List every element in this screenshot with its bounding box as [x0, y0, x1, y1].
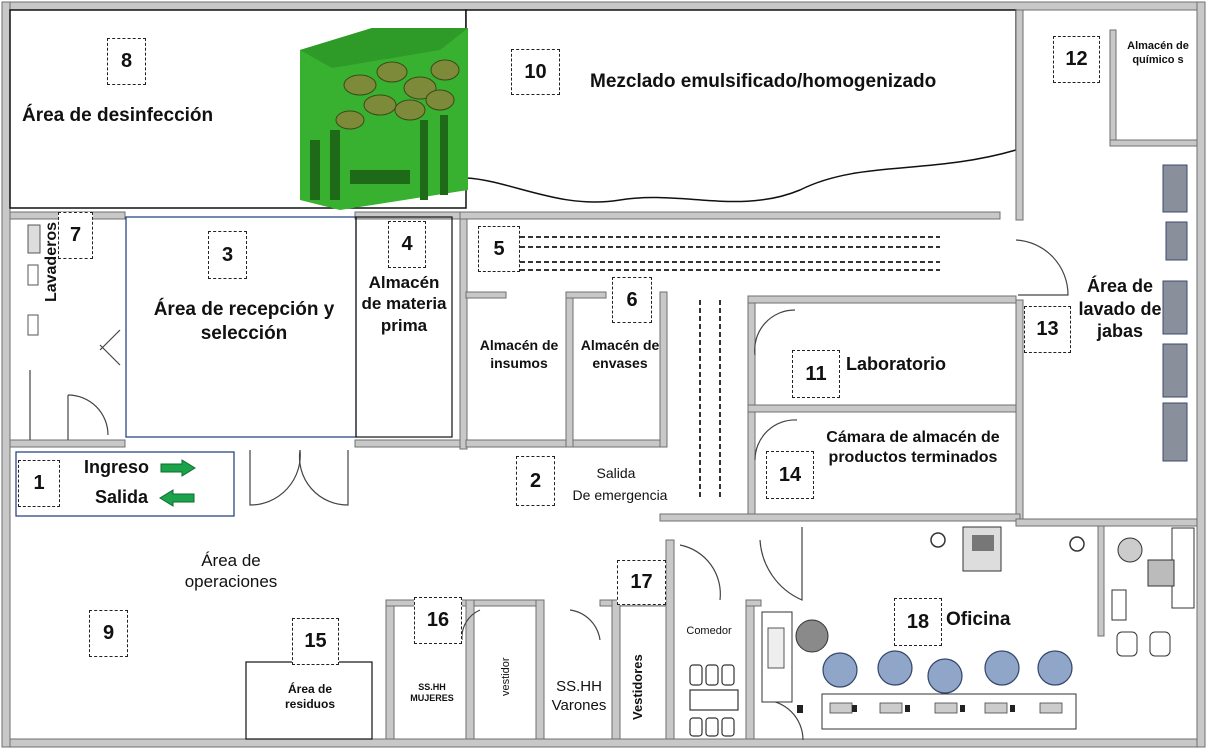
label-camara: Cámara de almacén de productos terminado…	[826, 429, 1000, 466]
room-outlines-dark	[245, 216, 453, 740]
salida-row: Salida	[95, 486, 235, 509]
label-residuos: Área de residuos	[284, 682, 335, 711]
crate-image	[300, 28, 468, 210]
label-ingreso: Ingreso	[84, 457, 150, 477]
door-hardware	[797, 705, 1015, 713]
label-lavaderos: Lavaderos	[43, 221, 60, 303]
area-number-12: 12	[1053, 36, 1100, 83]
area-number-18: 18	[894, 598, 942, 646]
label-vestidor: vestidor	[500, 657, 512, 696]
label-oficina: Oficina	[946, 609, 1011, 630]
comedor-furniture	[689, 664, 739, 737]
area-number-10: 10	[511, 49, 560, 95]
area-number-1: 1	[18, 460, 60, 507]
label-operaciones: Área de operaciones	[184, 551, 278, 592]
comedor-box: Comedor	[676, 625, 742, 643]
label-salida: Salida	[95, 487, 149, 507]
area-number-11: 11	[792, 350, 840, 398]
area-number-6: 6	[612, 277, 652, 323]
arrow-right-icon	[160, 459, 196, 478]
label-recepcion: Área de recepción y selección	[153, 299, 335, 344]
label-almacen-quimicos: Almacén de químico s	[1127, 40, 1189, 66]
label-laboratorio: Laboratorio	[846, 354, 947, 374]
label-vestidores: Vestidores	[630, 654, 645, 720]
area-number-9: 9	[89, 610, 128, 657]
sinks	[27, 224, 41, 336]
label-lavado-jabas: Área de lavado de jabas	[1078, 276, 1162, 341]
label-almacen-materia: Almacén de materia prima	[361, 273, 447, 335]
area-number-4: 4	[388, 221, 426, 268]
area-number-2: 2	[516, 456, 555, 506]
office-furniture	[761, 526, 1195, 730]
label-comedor: Comedor	[686, 625, 732, 637]
area-number-3: 3	[208, 231, 247, 279]
arrow-left-icon	[159, 489, 195, 508]
label-almacen-envases: Almacén de envases	[580, 337, 660, 371]
area-number-16: 16	[414, 597, 462, 644]
area-number-13: 13	[1024, 306, 1071, 353]
area-number-7: 7	[58, 212, 93, 259]
label-sshh-mujeres: SS.HH MUJERES	[410, 682, 454, 704]
area-number-14: 14	[766, 451, 814, 499]
area-number-8: 8	[107, 38, 146, 85]
area-number-17: 17	[617, 560, 666, 605]
area-number-15: 15	[292, 618, 339, 665]
area-number-5: 5	[478, 226, 520, 272]
label-almacen-insumos: Almacén de insumos	[479, 337, 559, 371]
label-desinfeccion: Área de desinfección	[22, 105, 214, 126]
label-salida-emergencia-1: Salida	[596, 465, 636, 481]
label-sshh-varones: SS.HH Varones	[551, 678, 607, 714]
ingreso-row: Ingreso	[84, 456, 224, 479]
storage-racks	[520, 236, 940, 500]
label-salida-emergencia-2: De emergencia	[572, 487, 668, 503]
washing-racks	[1162, 164, 1188, 462]
label-mezclado: Mezclado emulsificado/homogenizado	[590, 71, 937, 92]
